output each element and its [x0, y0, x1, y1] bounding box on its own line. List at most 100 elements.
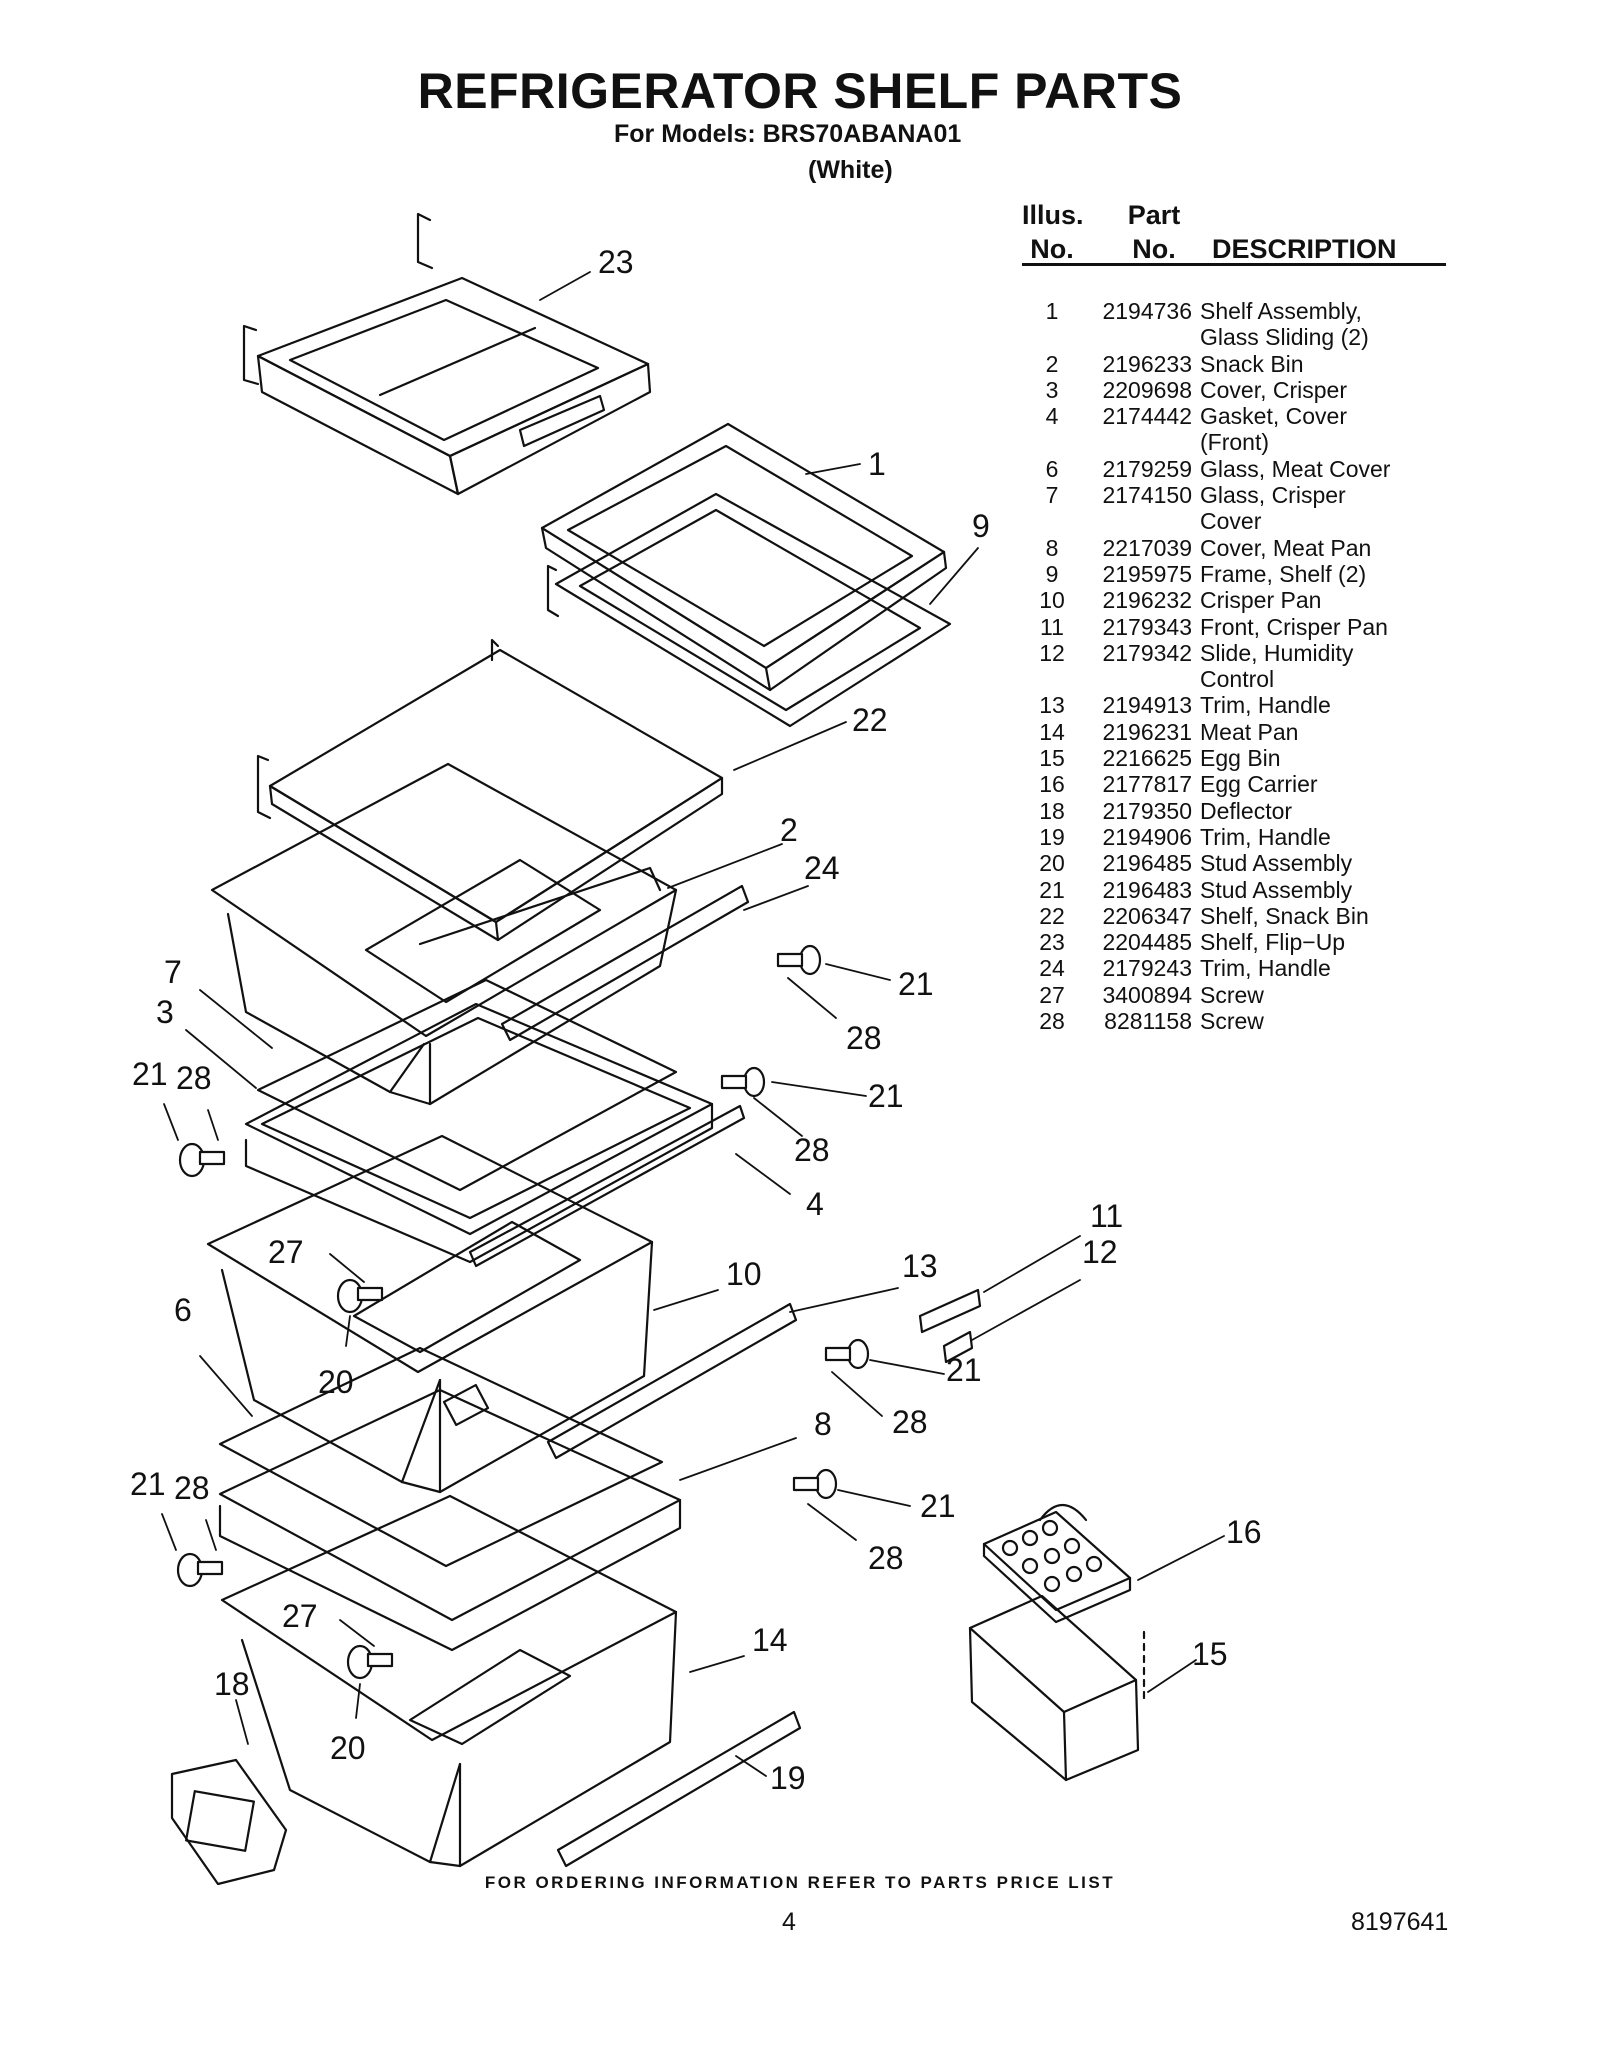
part-no: 2194736: [1102, 298, 1192, 324]
part-no: 2204485: [1102, 929, 1192, 956]
glass-sliding-shelf: [540, 422, 948, 692]
table-row: 27 3400894 Screw: [1022, 982, 1452, 1008]
snack-bin: [210, 762, 678, 1106]
part-description: Front, Crisper Pan: [1200, 614, 1452, 640]
illus-no: 7: [1045, 482, 1059, 509]
trim-handle-24: [500, 884, 750, 1042]
part-description: Stud Assembly: [1200, 850, 1452, 876]
callout-leader-lines: [161, 271, 1225, 1777]
part-description: Snack Bin: [1200, 351, 1452, 377]
part-no: 2179350: [1102, 797, 1192, 824]
callout-27-b: 27: [282, 1598, 318, 1634]
color-line: (White): [808, 156, 893, 184]
part-description: Shelf, Snack Bin: [1200, 903, 1452, 929]
deflector: [170, 1758, 288, 1886]
part-description: Cover, Meat Pan: [1200, 535, 1452, 561]
description-line: Shelf, Snack Bin: [1200, 902, 1369, 929]
callout-16: 16: [1226, 1514, 1262, 1550]
callout-1: 1: [868, 446, 886, 482]
header-part-no: Part No.: [1127, 200, 1181, 264]
part-description: Cover, Crisper: [1200, 377, 1452, 403]
header-description: DESCRIPTION: [1212, 234, 1397, 264]
description-line: Deflector: [1200, 797, 1293, 824]
part-no: 2179343: [1102, 613, 1192, 640]
part-no: 8281158: [1104, 1008, 1192, 1035]
callout-21-a: 21: [898, 966, 934, 1002]
description-line: Screw: [1200, 981, 1264, 1008]
callout-28-b: 28: [176, 1060, 212, 1096]
illus-no: 1: [1045, 298, 1059, 324]
description-line: Trim, Handle: [1200, 823, 1331, 850]
callout-28-c: 28: [794, 1132, 830, 1168]
callout-28-e: 28: [868, 1540, 904, 1576]
callout-8: 8: [814, 1406, 832, 1442]
trim-handle-19: [556, 1710, 802, 1868]
description-line: Glass, Crisper: [1200, 482, 1346, 509]
page-title: REFRIGERATOR SHELF PARTS: [417, 63, 1183, 119]
description-line: (Front): [1200, 429, 1269, 456]
illus-no: 12: [1039, 639, 1065, 666]
description-line: Front, Crisper Pan: [1200, 613, 1388, 640]
models-line: For Models: BRS70ABANA01: [614, 120, 962, 148]
part-no: 2194906: [1102, 823, 1192, 850]
part-no: 2194913: [1102, 692, 1192, 719]
part-no: 2179342: [1102, 639, 1192, 666]
part-no: 2174442: [1102, 403, 1192, 430]
callout-28-f: 28: [174, 1470, 210, 1506]
illus-no: 2: [1045, 350, 1059, 377]
description-line: Snack Bin: [1200, 350, 1304, 377]
glass-meat-cover: [218, 1346, 664, 1568]
part-description: Deflector: [1200, 798, 1452, 824]
callout-21-c: 21: [868, 1078, 904, 1114]
callout-24: 24: [804, 850, 840, 886]
callout-21-e: 21: [920, 1488, 956, 1524]
illus-no: 27: [1039, 981, 1065, 1008]
callout-7: 7: [164, 954, 182, 990]
description-line: Glass Sliding (2): [1200, 324, 1369, 351]
parts-table: 1 2194736 Shelf Assembly,Glass Sliding (2)…: [1022, 298, 1452, 1034]
meat-pan-cover: [218, 1388, 682, 1652]
page-number: 4: [782, 1908, 796, 1936]
illus-no: 3: [1045, 376, 1059, 403]
part-description: Crisper Pan: [1200, 587, 1452, 613]
description-line: Shelf Assembly,: [1200, 298, 1362, 324]
illus-no: 20: [1039, 850, 1065, 877]
part-description: Egg Bin: [1200, 745, 1452, 771]
description-line: Crisper Pan: [1200, 587, 1322, 614]
description-line: Control: [1200, 666, 1275, 693]
table-row: 1 2194736 Shelf Assembly,Glass Sliding (2): [1022, 298, 1452, 351]
callout-27-a: 27: [268, 1234, 304, 1270]
illus-no: 22: [1039, 902, 1065, 929]
illus-no: 16: [1039, 771, 1065, 798]
callout-20-a: 20: [318, 1364, 354, 1400]
part-no: 2195975: [1102, 560, 1192, 587]
part-description: Shelf Assembly,Glass Sliding (2): [1200, 298, 1452, 351]
description-line: Stud Assembly: [1200, 876, 1353, 903]
stud-screw-fasteners: [176, 944, 870, 1680]
part-description: Frame, Shelf (2): [1200, 561, 1452, 587]
illus-no: 18: [1039, 797, 1065, 824]
snack-bin-shelf: [256, 638, 724, 942]
description-line: Glass, Meat Cover: [1200, 455, 1391, 482]
description-line: Screw: [1200, 1008, 1264, 1035]
part-no: 3400894: [1102, 981, 1192, 1008]
shelf-frame: [546, 492, 952, 728]
callout-11: 11: [1090, 1198, 1124, 1234]
